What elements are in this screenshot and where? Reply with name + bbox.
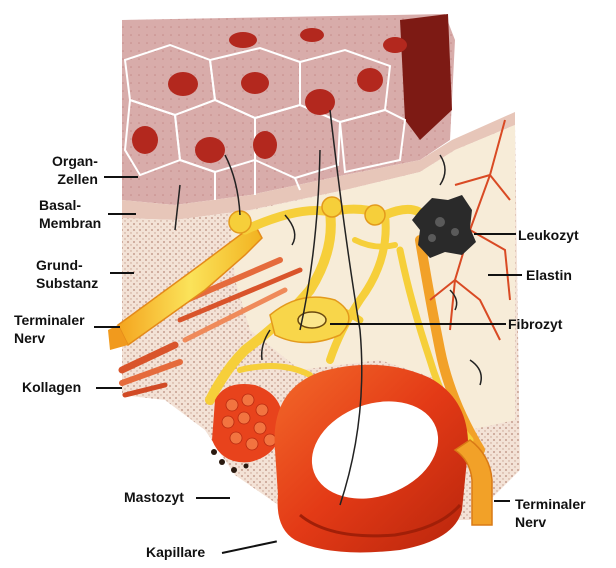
label-mastozyt-text: Mastozyt bbox=[124, 488, 184, 506]
capillary bbox=[275, 365, 469, 553]
label-leukozyt-text: Leukozyt bbox=[518, 226, 579, 244]
label-basal-membran-line1: Basal- bbox=[39, 196, 101, 214]
leader-mastozyt bbox=[196, 497, 230, 499]
leader-terminaler-nerv-left bbox=[94, 326, 120, 328]
label-terminaler-nerv-right-line2: Nerv bbox=[515, 513, 586, 531]
label-grund-substanz-line2: Substanz bbox=[36, 274, 98, 292]
leader-organ-zellen bbox=[104, 176, 138, 178]
label-fibrozyt: Fibrozyt bbox=[508, 315, 562, 333]
leader-elastin bbox=[488, 274, 522, 276]
label-grund-substanz: Grund- Substanz bbox=[36, 256, 98, 292]
label-basal-membran-line2: Membran bbox=[39, 214, 101, 232]
label-terminaler-nerv-left-line1: Terminaler bbox=[14, 311, 85, 329]
label-kapillare: Kapillare bbox=[146, 543, 205, 561]
label-kollagen-text: Kollagen bbox=[22, 378, 81, 396]
label-terminaler-nerv-left-line2: Nerv bbox=[14, 329, 85, 347]
label-terminaler-nerv-right-line1: Terminaler bbox=[515, 495, 586, 513]
leader-leukozyt bbox=[474, 233, 516, 235]
label-organ-zellen: Organ- Zellen bbox=[52, 152, 98, 188]
leader-kollagen bbox=[96, 387, 122, 389]
leader-basal-membran bbox=[108, 213, 136, 215]
leader-grund-substanz bbox=[110, 272, 134, 274]
label-basal-membran: Basal- Membran bbox=[39, 196, 101, 232]
label-mastozyt: Mastozyt bbox=[124, 488, 184, 506]
label-kapillare-text: Kapillare bbox=[146, 543, 205, 561]
leader-fibrozyt bbox=[330, 323, 506, 325]
label-organ-zellen-line2: Zellen bbox=[52, 170, 98, 188]
leader-terminaler-nerv-right bbox=[494, 500, 510, 502]
label-fibrozyt-text: Fibrozyt bbox=[508, 315, 562, 333]
label-organ-zellen-line1: Organ- bbox=[52, 152, 98, 170]
label-terminaler-nerv-left: Terminaler Nerv bbox=[14, 311, 85, 347]
label-elastin-text: Elastin bbox=[526, 266, 572, 284]
label-terminaler-nerv-right: Terminaler Nerv bbox=[515, 495, 586, 531]
label-elastin: Elastin bbox=[526, 266, 572, 284]
label-grund-substanz-line1: Grund- bbox=[36, 256, 98, 274]
label-leukozyt: Leukozyt bbox=[518, 226, 579, 244]
label-kollagen: Kollagen bbox=[22, 378, 81, 396]
